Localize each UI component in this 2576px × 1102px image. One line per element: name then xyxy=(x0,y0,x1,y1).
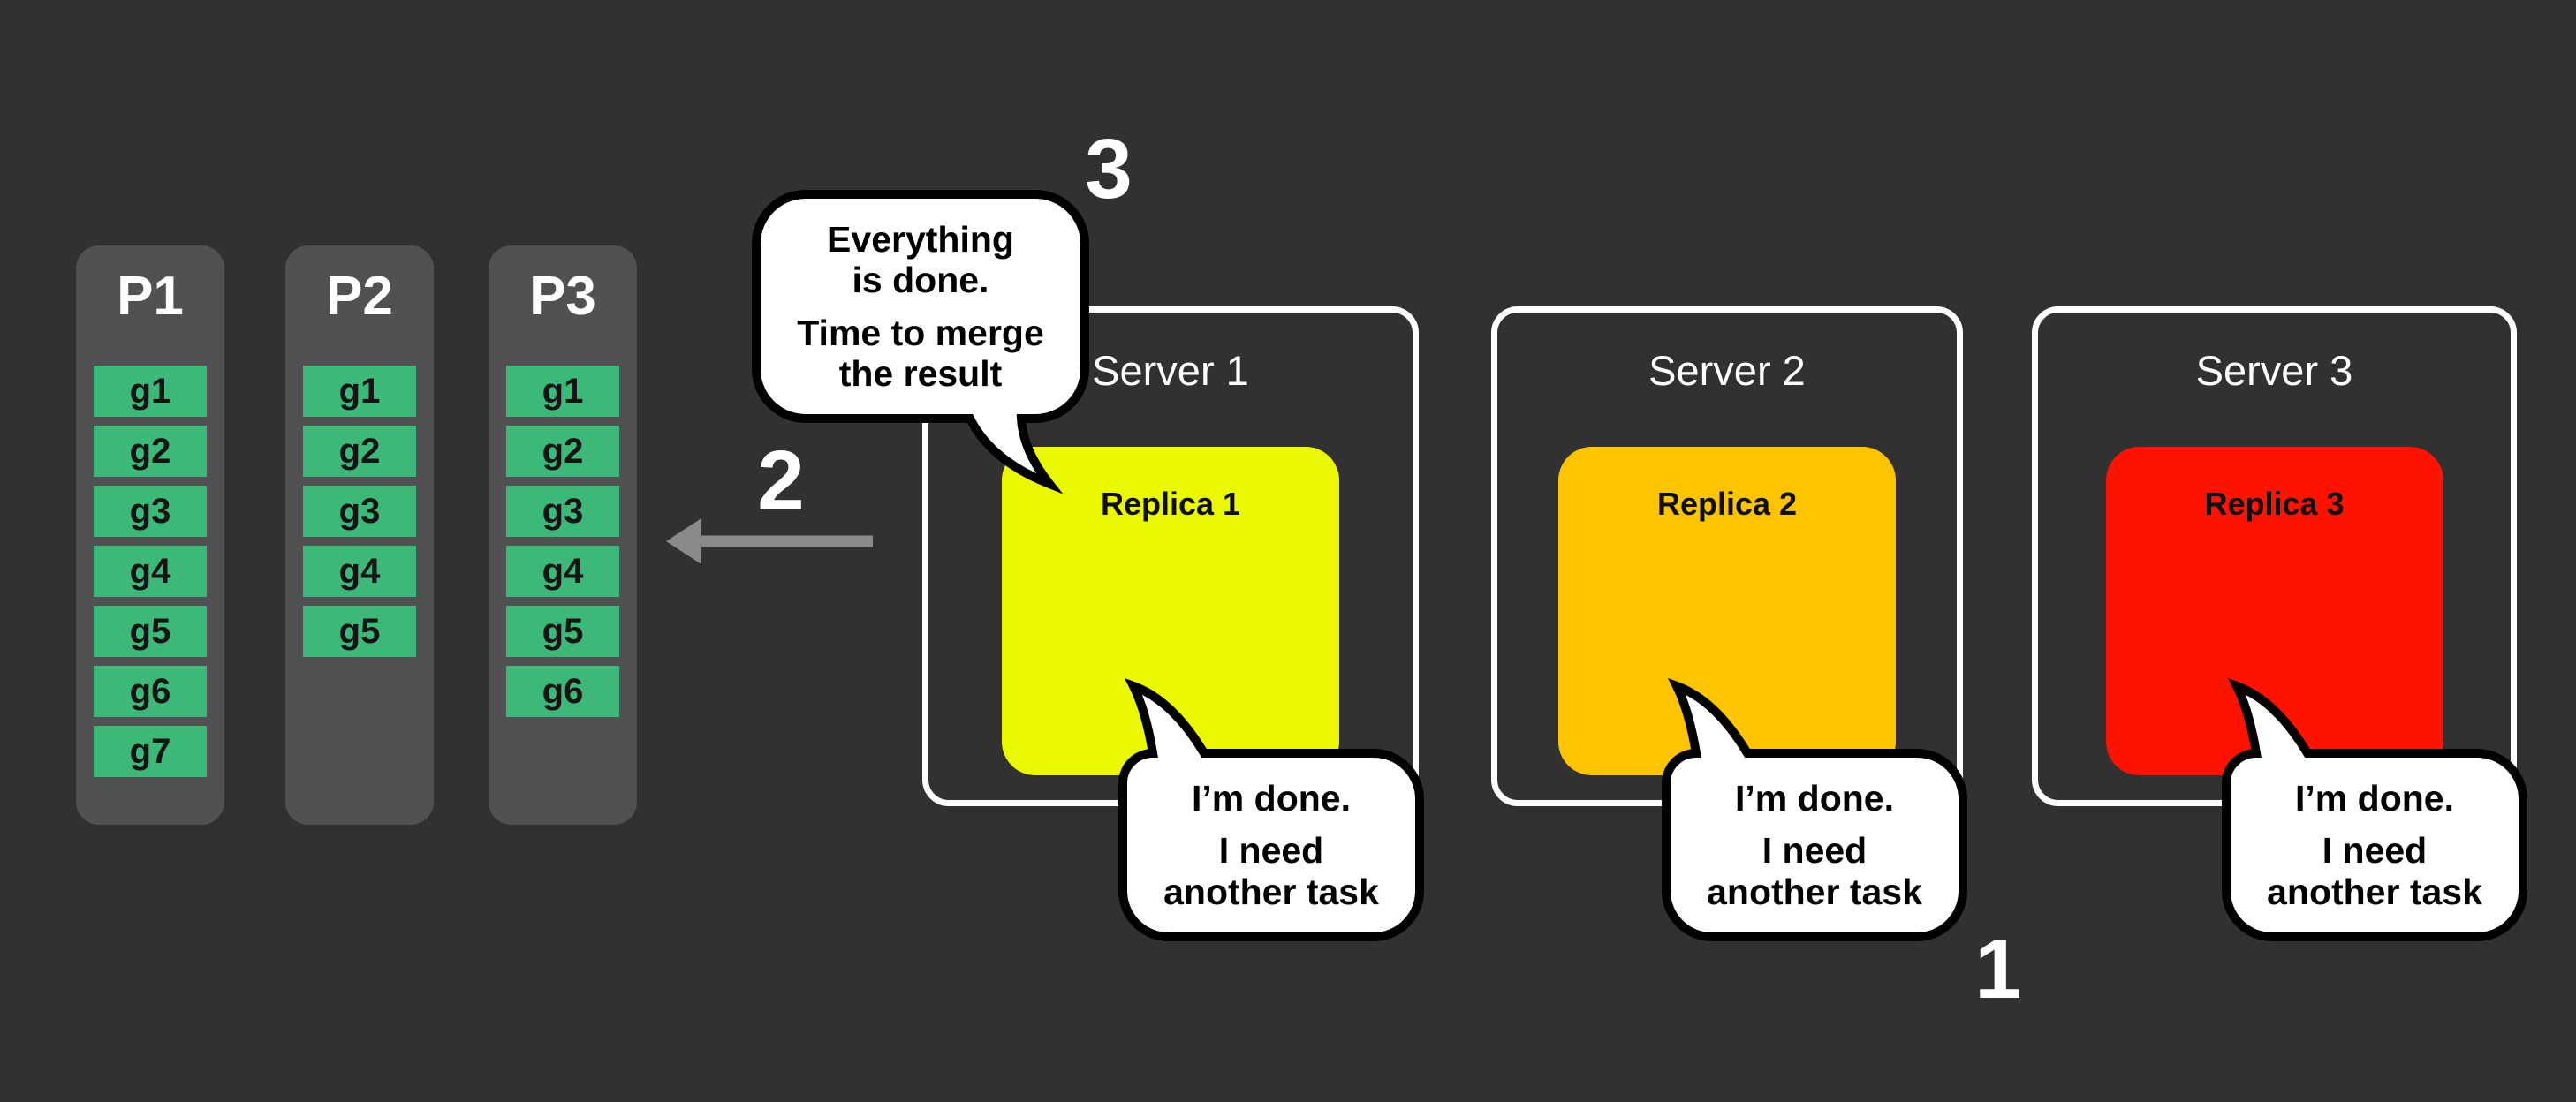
step-1-label: 1 xyxy=(1974,922,2022,1016)
done-speech-bubble-shape-2 xyxy=(1662,678,1967,941)
partition-p1: P1 g1 g2 g3 g4 g5 g6 g7 xyxy=(76,245,224,825)
replica-label: Replica 2 xyxy=(1656,486,1798,522)
step-3-label: 3 xyxy=(1085,122,1133,216)
server-label: Server 1 xyxy=(1092,347,1249,394)
partition-p3: P3 g1 g2 g3 g4 g5 g6 xyxy=(489,245,637,825)
left-arrow-icon xyxy=(666,518,873,564)
merge-bubble-line: the result xyxy=(838,352,1003,394)
group-block: g1 xyxy=(303,366,416,417)
partition-p2: P2 g1 g2 g3 g4 g5 xyxy=(285,245,434,825)
group-block: g4 xyxy=(506,546,619,597)
merge-bubble-line: Everything xyxy=(827,218,1014,260)
done-speech-bubble-3: I’m done. I need another task xyxy=(2226,753,2523,937)
partition-p2-groups: g1 g2 g3 g4 g5 xyxy=(303,366,416,657)
group-block: g5 xyxy=(506,606,619,657)
group-block: g2 xyxy=(303,426,416,477)
group-block: g5 xyxy=(94,606,207,657)
group-block: g1 xyxy=(506,366,619,417)
merge-bubble-line: Time to merge xyxy=(797,312,1044,353)
group-block: g3 xyxy=(94,486,207,537)
done-speech-bubble-shape-3 xyxy=(2222,678,2527,941)
merge-bubble-line: is done. xyxy=(852,260,989,301)
done-bubble-line: I need xyxy=(2322,830,2428,872)
group-block: g1 xyxy=(94,366,207,417)
step-2-label: 2 xyxy=(757,434,805,528)
group-block: g4 xyxy=(303,546,416,597)
group-block: g5 xyxy=(303,606,416,657)
group-block: g3 xyxy=(303,486,416,537)
group-block: g3 xyxy=(506,486,619,537)
done-bubble-line: I need xyxy=(1762,830,1868,872)
replica-label: Replica 1 xyxy=(1100,486,1241,522)
partition-label: P1 xyxy=(117,266,184,327)
done-speech-bubble-2: I’m done. I need another task xyxy=(1666,753,1963,937)
done-bubble-line: I’m done. xyxy=(1735,778,1894,819)
done-speech-bubble-1: I’m done. I need another task xyxy=(1123,753,1420,937)
group-block: g6 xyxy=(506,666,619,717)
group-block: g4 xyxy=(94,546,207,597)
partition-label: P2 xyxy=(326,266,393,327)
done-bubble-line: another task xyxy=(2267,871,2482,912)
done-bubble-line: another task xyxy=(1707,871,1922,912)
server-label: Server 3 xyxy=(2195,347,2353,394)
done-bubble-line: another task xyxy=(1163,871,1379,912)
done-bubble-line: I need xyxy=(1218,830,1324,872)
partition-p3-groups: g1 g2 g3 g4 g5 g6 xyxy=(506,366,619,717)
server-label: Server 2 xyxy=(1648,347,1806,394)
group-block: g7 xyxy=(94,726,207,777)
group-block: g2 xyxy=(506,426,619,477)
merge-speech-bubble: Everything is done. Time to merge the re… xyxy=(756,194,1085,419)
done-bubble-line: I’m done. xyxy=(2295,778,2454,819)
partition-p1-groups: g1 g2 g3 g4 g5 g6 g7 xyxy=(94,366,207,777)
merge-speech-bubble-shape xyxy=(752,190,1089,494)
partition-label: P3 xyxy=(529,266,596,327)
done-bubble-line: I’m done. xyxy=(1192,778,1351,819)
replica-label: Replica 3 xyxy=(2204,486,2345,522)
group-block: g6 xyxy=(94,666,207,717)
group-block: g2 xyxy=(94,426,207,477)
done-speech-bubble-shape-1 xyxy=(1118,678,1424,941)
